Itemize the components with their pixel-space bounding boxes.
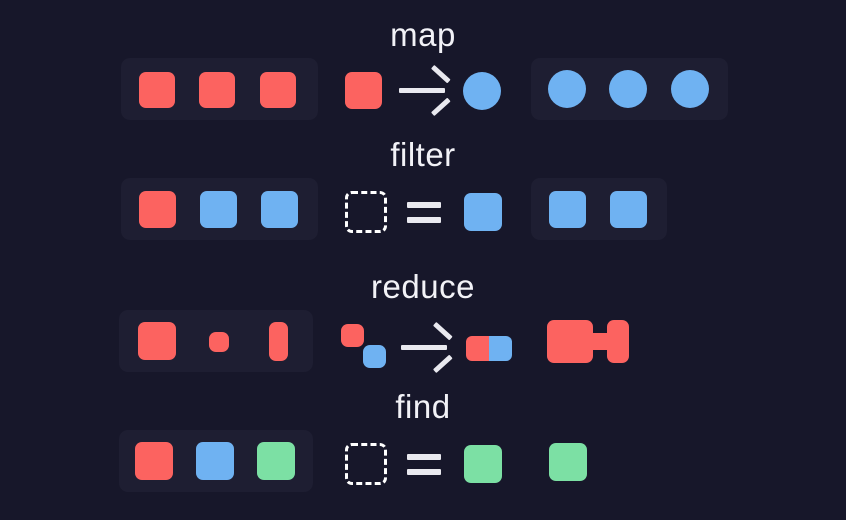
filter-input-item-1-red-square: [139, 191, 176, 228]
find-output-item-1-green-square: [549, 443, 587, 481]
filter-output-item-1-blue-square: [549, 191, 586, 228]
map-output-panel: [531, 58, 728, 120]
reduce-rule-right-blue-square: [489, 336, 512, 361]
map-input-panel: [121, 58, 318, 120]
reduce-rule-right-red-square: [466, 336, 489, 361]
map-output-item-2-blue-circle: [609, 70, 647, 108]
row-title-map: map: [390, 16, 456, 53]
reduce-input-panel: [119, 310, 313, 372]
map-rule-arrow-icon: [399, 64, 451, 117]
find-rule-equals-icon: [407, 449, 441, 479]
map-output-item-3-blue-circle: [671, 70, 709, 108]
find-rule-left-dashed-square: [345, 443, 387, 485]
reduce-output-panel: [531, 310, 676, 372]
reduce-input-item-1-red-large-square: [138, 322, 176, 360]
map-input-item-1-red-square: [139, 72, 175, 108]
find-output-panel: [531, 430, 631, 492]
reduce-output-merged-part-large: [547, 320, 593, 363]
reduce-input-item-2-red-small-square: [209, 332, 229, 352]
map-input-item-3-red-square: [260, 72, 296, 108]
reduce-output-merged-part-small: [589, 333, 611, 350]
row-title-find: find: [395, 388, 451, 425]
find-input-panel: [119, 430, 313, 492]
reduce-rule-arrow-icon: [401, 321, 453, 374]
filter-input-panel: [121, 178, 318, 240]
filter-output-item-2-blue-square: [610, 191, 647, 228]
find-input-item-3-green-square: [257, 442, 295, 480]
map-output-item-1-blue-circle: [548, 70, 586, 108]
filter-rule-right-blue-square: [464, 193, 502, 231]
map-rule-right-blue-circle: [463, 72, 501, 110]
reduce-rule-left-blue-square: [363, 345, 386, 368]
filter-input-item-3-blue-square: [261, 191, 298, 228]
map-rule-left-red-square: [345, 72, 382, 109]
find-input-item-2-blue-square: [196, 442, 234, 480]
reduce-output-merged-part-tall: [607, 320, 629, 363]
row-title-reduce: reduce: [371, 268, 475, 305]
reduce-input-item-3-red-tall-rect: [269, 322, 288, 361]
find-rule-right-green-square: [464, 445, 502, 483]
filter-output-panel: [531, 178, 667, 240]
row-title-filter: filter: [390, 136, 456, 173]
filter-rule-equals-icon: [407, 197, 441, 227]
reduce-rule-left-red-square: [341, 324, 364, 347]
filter-input-item-2-blue-square: [200, 191, 237, 228]
map-input-item-2-red-square: [199, 72, 235, 108]
find-input-item-1-red-square: [135, 442, 173, 480]
filter-rule-left-dashed-square: [345, 191, 387, 233]
